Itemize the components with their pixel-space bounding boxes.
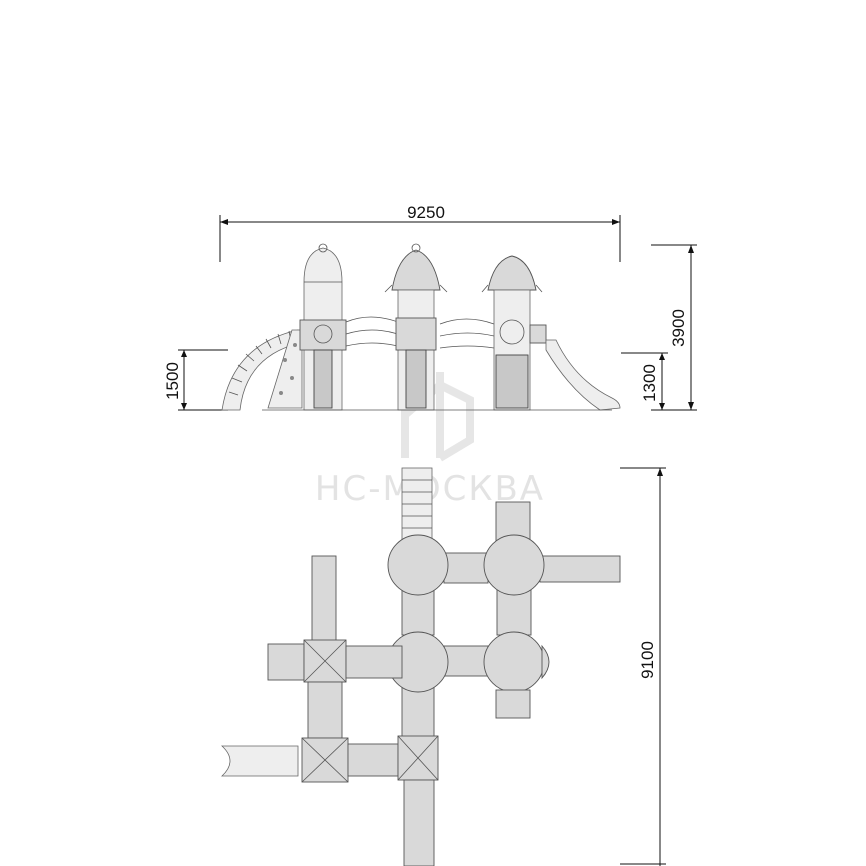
plan-slide-left (311, 555, 337, 643)
dimension-total-height: 3900 (651, 244, 697, 411)
plan-bottom-exit (403, 779, 435, 866)
plan-curved-slide (220, 745, 299, 777)
plan-ladder (401, 467, 433, 541)
elevation-view: 9250 3900 1300 1500 (163, 203, 697, 411)
dimension-plan-depth: 9100 (620, 467, 666, 866)
tower-3 (481, 255, 547, 411)
plan-square-platforms (267, 639, 439, 783)
dimension-plan-depth-label: 9100 (638, 641, 657, 679)
plan-view: 9100 (220, 467, 666, 866)
dimension-right-platform-label: 1300 (640, 364, 659, 402)
tower-1 (299, 243, 347, 411)
dimension-total-width: 9250 (219, 203, 621, 262)
plan-slide-right (539, 555, 621, 583)
bridge-2 (439, 318, 495, 349)
dimension-right-platform: 1300 (621, 352, 668, 410)
dimension-left-platform-label: 1500 (163, 362, 182, 400)
dimension-total-height-label: 3900 (669, 309, 688, 347)
bridge-1 (345, 316, 399, 347)
dimension-total-width-label: 9250 (407, 203, 445, 222)
straight-slide (545, 339, 621, 411)
dimension-left-platform: 1500 (163, 349, 228, 411)
tower-2 (384, 243, 448, 411)
plan-towers (387, 534, 550, 741)
